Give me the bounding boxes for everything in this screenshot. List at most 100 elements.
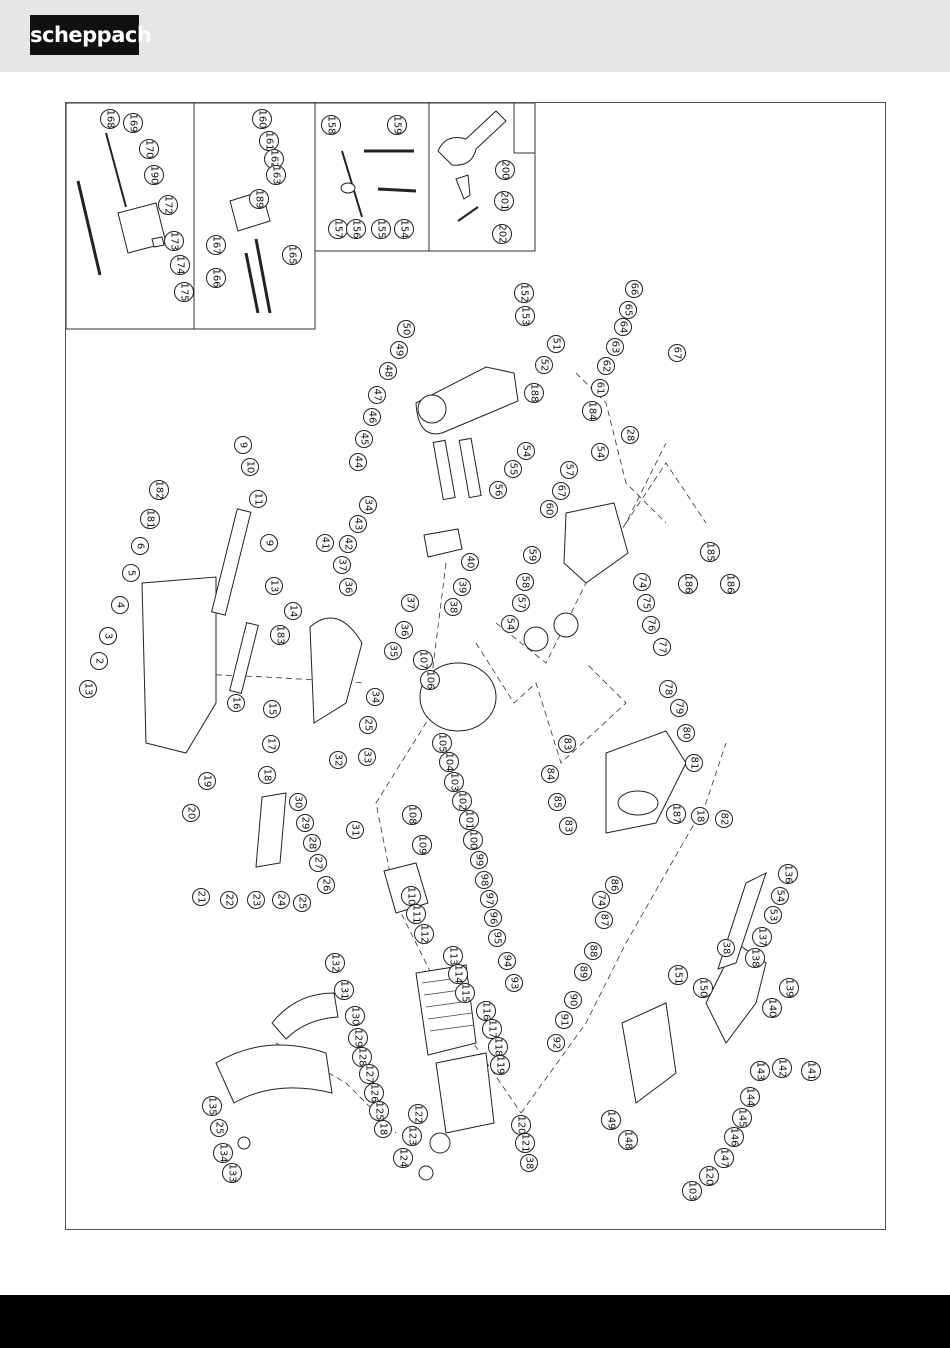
part-callout: 13 (79, 680, 97, 698)
part-number: 142 (777, 1058, 788, 1077)
part-number: 120 (704, 1166, 715, 1185)
part-number: 150 (698, 978, 709, 997)
part-callout: 89 (574, 963, 592, 981)
part-number: 20 (186, 807, 197, 820)
part-number: 170 (144, 139, 155, 158)
part-number: 85 (552, 796, 563, 809)
part-number: 128 (357, 1047, 368, 1066)
part-callout: 25 (359, 716, 377, 734)
part-callout: 148 (618, 1130, 638, 1150)
part-callout: 202 (492, 224, 512, 244)
part-callout: 65 (619, 301, 637, 319)
part-number: 125 (374, 1101, 385, 1120)
part-number: 25 (363, 719, 374, 732)
part-callout: 54 (517, 442, 535, 460)
part-callout: 54 (771, 887, 789, 905)
part-number: 80 (681, 727, 692, 740)
part-callout: 36 (395, 621, 413, 639)
part-callout: 82 (715, 810, 733, 828)
part-number: 21 (196, 891, 207, 904)
part-number: 144 (745, 1087, 756, 1106)
part-number: 64 (618, 321, 629, 334)
part-number: 148 (623, 1130, 634, 1149)
part-callout: 85 (548, 793, 566, 811)
part-callout: 201 (494, 191, 514, 211)
part-number: 18 (695, 810, 706, 823)
part-number: 89 (578, 966, 589, 979)
part-number: 143 (755, 1061, 766, 1080)
part-callout: 186 (678, 574, 698, 594)
part-number: 121 (520, 1133, 531, 1152)
part-number: 17 (266, 738, 277, 751)
part-callout: 169 (123, 113, 143, 133)
part-number: 98 (479, 874, 490, 887)
part-callout: 173 (164, 231, 184, 251)
part-callout: 30 (289, 793, 307, 811)
part-callout: 133 (222, 1163, 242, 1183)
part-callout: 103 (682, 1181, 702, 1201)
part-number: 9 (264, 540, 275, 546)
part-callout: 45 (355, 430, 373, 448)
part-number: 40 (465, 556, 476, 569)
part-number: 61 (595, 382, 606, 395)
part-number: 38 (448, 601, 459, 614)
part-callout: 188 (524, 383, 544, 403)
part-callout: 95 (488, 929, 506, 947)
part-number: 31 (350, 824, 361, 837)
part-number: 185 (705, 542, 716, 561)
part-callout: 78 (659, 680, 677, 698)
part-callout: 90 (564, 991, 582, 1009)
part-number: 45 (359, 433, 370, 446)
part-callout: 117 (482, 1019, 502, 1039)
part-number: 9 (238, 442, 249, 448)
part-number: 28 (625, 429, 636, 442)
part-callout: 31 (346, 821, 364, 839)
part-callout: 43 (349, 515, 367, 533)
part-callout: 120 (699, 1166, 719, 1186)
part-number: 91 (559, 1014, 570, 1027)
part-number: 18 (262, 769, 273, 782)
part-callout: 38 (444, 598, 462, 616)
part-callout: 74 (633, 573, 651, 591)
part-callout: 10 (241, 458, 259, 476)
part-callout: 84 (541, 765, 559, 783)
part-number: 149 (606, 1110, 617, 1129)
part-number: 202 (497, 224, 508, 243)
part-callout: 131 (334, 980, 354, 1000)
part-callout: 41 (316, 534, 334, 552)
part-callout: 144 (740, 1087, 760, 1107)
part-number: 159 (392, 115, 403, 134)
part-number: 129 (353, 1028, 364, 1047)
part-callout: 60 (540, 500, 558, 518)
part-callout: 18 (691, 807, 709, 825)
part-number: 93 (509, 977, 520, 990)
part-callout: 174 (170, 255, 190, 275)
part-callout: 138 (745, 948, 765, 968)
part-number: 65 (623, 304, 634, 317)
part-number: 32 (333, 754, 344, 767)
part-number: 119 (495, 1055, 506, 1074)
part-number: 107 (418, 650, 429, 669)
part-number: 18 (378, 1123, 389, 1136)
part-number: 104 (444, 752, 455, 771)
part-callout: 21 (192, 888, 210, 906)
part-callout: 150 (693, 978, 713, 998)
part-callout: 121 (515, 1133, 535, 1153)
part-number: 189 (254, 189, 265, 208)
part-number: 52 (539, 359, 550, 372)
part-number: 14 (288, 605, 299, 618)
part-number: 79 (674, 702, 685, 715)
part-callout: 76 (642, 616, 660, 634)
part-number: 84 (545, 768, 556, 781)
part-number: 74 (637, 576, 648, 589)
part-callout: 44 (349, 453, 367, 471)
part-number: 3 (103, 633, 114, 639)
part-number: 46 (367, 411, 378, 424)
part-number: 50 (401, 323, 412, 336)
part-number: 102 (457, 791, 468, 810)
part-callout: 57 (512, 594, 530, 612)
part-callout: 153 (515, 306, 535, 326)
part-number: 105 (437, 733, 448, 752)
part-number: 135 (207, 1096, 218, 1115)
